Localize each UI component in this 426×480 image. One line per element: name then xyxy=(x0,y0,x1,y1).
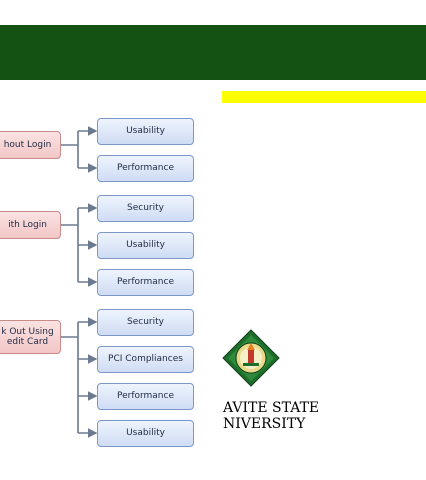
university-name-line-1: AVITE STATE xyxy=(223,400,320,416)
university-seal-logo xyxy=(222,329,280,387)
child-node-performance: Performance xyxy=(97,269,194,296)
child-node-performance: Performance xyxy=(97,155,194,182)
header-bar xyxy=(0,25,426,80)
child-node-security: Security xyxy=(97,309,194,336)
parent-label: hout Login xyxy=(3,139,52,150)
parent-label: k Out Using edit Card xyxy=(1,326,54,347)
university-name: AVITE STATE NIVERSITY xyxy=(223,400,343,432)
accent-bar xyxy=(222,91,426,103)
parent-node-checkout-with-login: ith Login xyxy=(0,211,61,239)
parent-node-checkout-without-login: hout Login xyxy=(0,131,61,159)
university-name-line-2: NIVERSITY xyxy=(223,416,306,432)
child-node-usability: Usability xyxy=(97,118,194,145)
child-label: Security xyxy=(127,203,164,214)
child-node-usability: Usability xyxy=(97,420,194,447)
child-node-pci-compliances: PCI Compliances xyxy=(97,346,194,373)
child-label: Performance xyxy=(116,277,175,288)
child-node-security: Security xyxy=(97,195,194,222)
child-label: Usability xyxy=(126,240,165,251)
child-label: Usability xyxy=(126,126,165,137)
child-label: Usability xyxy=(126,428,165,439)
parent-label: ith Login xyxy=(8,219,47,230)
parent-node-checkout-using-credit-card: k Out Using edit Card xyxy=(0,320,61,354)
child-node-performance: Performance xyxy=(97,383,194,410)
child-label: PCI Compliances xyxy=(108,354,183,365)
child-node-usability: Usability xyxy=(97,232,194,259)
child-label: Performance xyxy=(116,163,175,174)
child-label: Security xyxy=(127,317,164,328)
child-label: Performance xyxy=(116,391,175,402)
